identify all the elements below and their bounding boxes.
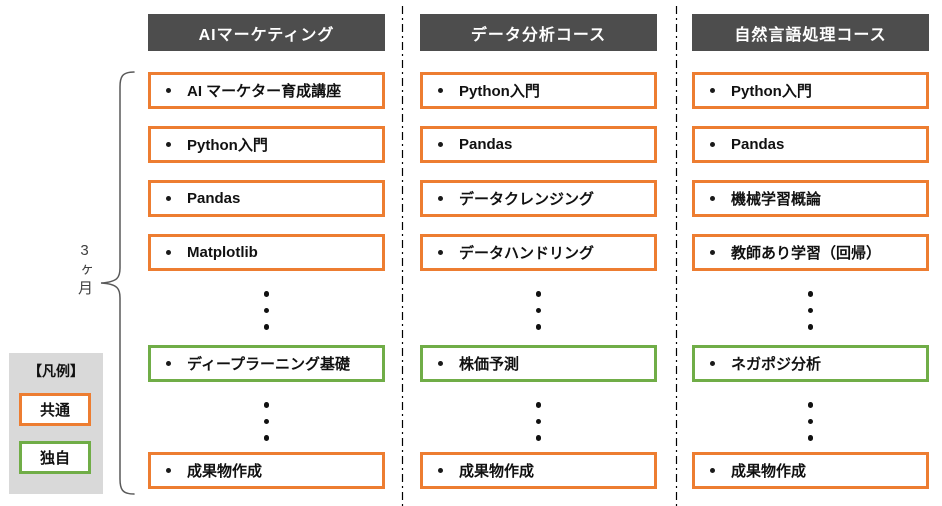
- bullet-icon: [710, 361, 715, 366]
- bullet-icon: [710, 142, 715, 147]
- course-item-common: 成果物作成: [692, 452, 929, 489]
- ellipsis-dots-icon: [692, 402, 929, 441]
- course-column: データ分析コース Python入門 Pandas データクレンジングデータハンドリング…: [420, 0, 657, 506]
- dot-icon: [535, 291, 542, 297]
- course-item-label: 株価予測: [459, 356, 520, 373]
- dot-icon: [263, 307, 270, 313]
- course-item-label: 成果物作成: [187, 463, 263, 480]
- course-item-common: Python入門: [148, 126, 385, 163]
- course-item-common: AI マーケター育成講座: [148, 72, 385, 109]
- bullet-icon: [166, 142, 171, 147]
- bullet-icon: [166, 88, 171, 93]
- course-item-label: データハンドリング: [459, 245, 595, 262]
- course-item-unique: 株価予測: [420, 345, 657, 382]
- dot-icon: [263, 418, 270, 424]
- course-item-common: Python入門: [692, 72, 929, 109]
- course-item-common: データハンドリング: [420, 234, 657, 271]
- course-item-label: Python入門: [731, 83, 812, 100]
- course-item-label: Matplotlib: [187, 244, 258, 261]
- course-column: 自然言語処理コース Python入門 Pandas 機械学習概論教師あり学習（回帰） ネ…: [692, 0, 929, 506]
- bullet-icon: [166, 468, 171, 473]
- course-item-unique: ネガポジ分析: [692, 345, 929, 382]
- course-item-label: 成果物作成: [459, 463, 535, 480]
- course-item-common: Pandas: [420, 126, 657, 163]
- bullet-icon: [438, 361, 443, 366]
- bullet-icon: [166, 196, 171, 201]
- course-item-label: Pandas: [187, 190, 241, 207]
- dot-icon: [535, 435, 542, 441]
- course-item-label: ディープラーニング基礎: [187, 356, 351, 373]
- dot-icon: [535, 324, 542, 330]
- dot-icon: [535, 418, 542, 424]
- column-header: データ分析コース: [420, 14, 657, 51]
- course-item-common: 成果物作成: [420, 452, 657, 489]
- course-item-common: Pandas: [692, 126, 929, 163]
- column-header: AIマーケティング: [148, 14, 385, 51]
- course-item-label: Pandas: [459, 136, 513, 153]
- dot-icon: [535, 402, 542, 408]
- legend-item-unique: 独自: [19, 441, 91, 474]
- course-item-label: 成果物作成: [731, 463, 807, 480]
- course-item-common: Pandas: [148, 180, 385, 217]
- ellipsis-dots-icon: [692, 291, 929, 330]
- bullet-icon: [438, 468, 443, 473]
- bullet-icon: [710, 88, 715, 93]
- duration-label: 3ヶ月: [76, 242, 93, 298]
- dot-icon: [263, 291, 270, 297]
- ellipsis-dots-icon: [420, 291, 657, 330]
- legend-item-common: 共通: [19, 393, 91, 426]
- dot-icon: [535, 307, 542, 313]
- course-item-label: 機械学習概論: [731, 191, 822, 208]
- ellipsis-dots-icon: [148, 402, 385, 441]
- course-item-label: Pandas: [731, 136, 785, 153]
- legend-title: 【凡例】: [28, 363, 84, 379]
- bullet-icon: [710, 468, 715, 473]
- bullet-icon: [438, 88, 443, 93]
- dot-icon: [807, 435, 814, 441]
- bullet-icon: [438, 250, 443, 255]
- bullet-icon: [710, 250, 715, 255]
- dot-icon: [807, 307, 814, 313]
- bullet-icon: [710, 196, 715, 201]
- course-item-common: 機械学習概論: [692, 180, 929, 217]
- dot-icon: [263, 324, 270, 330]
- course-item-common: データクレンジング: [420, 180, 657, 217]
- bullet-icon: [438, 142, 443, 147]
- course-item-label: Python入門: [459, 83, 540, 100]
- bullet-icon: [166, 361, 171, 366]
- course-item-label: AI マーケター育成講座: [187, 83, 342, 100]
- ellipsis-dots-icon: [148, 291, 385, 330]
- ellipsis-dots-icon: [420, 402, 657, 441]
- column-header: 自然言語処理コース: [692, 14, 929, 51]
- dot-icon: [263, 435, 270, 441]
- dot-icon: [807, 402, 814, 408]
- course-item-common: 成果物作成: [148, 452, 385, 489]
- course-item-label: ネガポジ分析: [731, 356, 822, 373]
- course-item-label: Python入門: [187, 137, 268, 154]
- legend-panel: 【凡例】 共通 独自: [9, 353, 103, 494]
- dot-icon: [807, 418, 814, 424]
- course-item-label: データクレンジング: [459, 191, 595, 208]
- course-item-label: 教師あり学習（回帰）: [731, 245, 882, 262]
- dot-icon: [263, 402, 270, 408]
- course-item-common: 教師あり学習（回帰）: [692, 234, 929, 271]
- course-item-common: Matplotlib: [148, 234, 385, 271]
- bullet-icon: [166, 250, 171, 255]
- dot-icon: [807, 324, 814, 330]
- course-item-common: Python入門: [420, 72, 657, 109]
- dot-icon: [807, 291, 814, 297]
- bullet-icon: [438, 196, 443, 201]
- course-item-unique: ディープラーニング基礎: [148, 345, 385, 382]
